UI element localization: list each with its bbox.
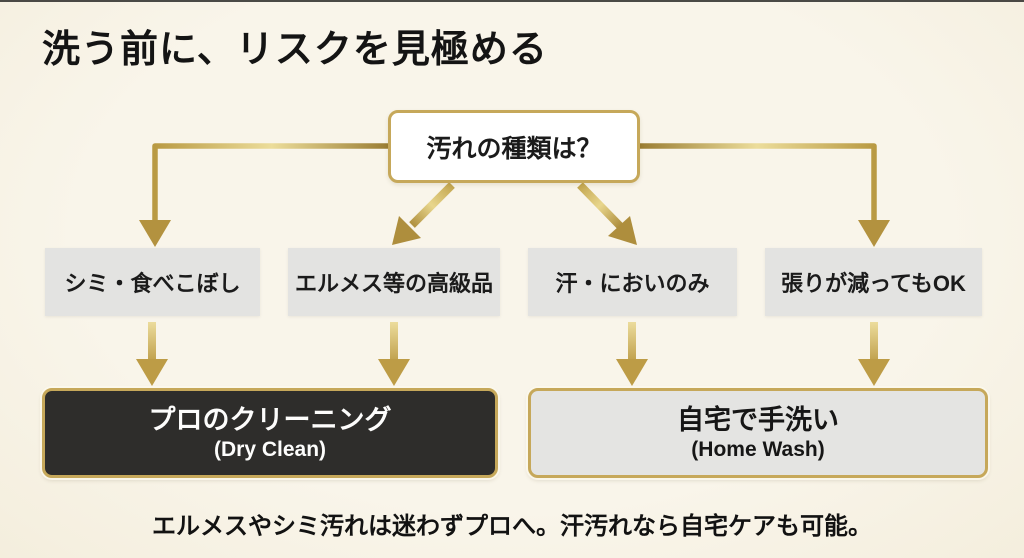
caption-text: エルメスやシミ汚れは迷わずプロへ。汗汚れなら自宅ケアも可能。 <box>152 513 872 540</box>
node-branch-sweat-odor-only: 汗・においのみ <box>528 248 737 316</box>
arrow-luxury-to-pro-cleaning <box>378 322 410 386</box>
arrow-root-to-branch-ok-if-less-crisp <box>640 143 890 247</box>
branch-label: シミ・食べこぼし <box>64 271 241 296</box>
arrow-stains-to-pro-cleaning <box>136 322 168 386</box>
outcome-sublabel: (Home Wash) <box>691 438 825 462</box>
outcome-sublabel: (Dry Clean) <box>213 438 327 462</box>
arrow-root-to-branch-luxury <box>392 182 455 245</box>
outcome-label: プロのクリーニング <box>148 404 392 435</box>
branch-label: 張りが減ってもOK <box>781 271 966 296</box>
node-outcome-home-wash: 自宅で手洗い (Home Wash) <box>528 388 988 478</box>
node-branch-stains-food-spills: シミ・食べこぼし <box>45 248 260 316</box>
branch-label: 汗・においのみ <box>555 271 710 296</box>
outcome-label: 自宅で手洗い <box>677 404 839 435</box>
arrow-ok-if-less-crisp-to-home-wash <box>858 322 890 386</box>
node-stain-type-question: 汚れの種類は？ <box>388 110 640 183</box>
node-stain-type-label: 汚れの種類は？ <box>426 134 602 163</box>
node-branch-ok-if-less-crisp: 張りが減ってもOK <box>765 248 982 316</box>
arrow-root-to-branch-sweat <box>577 182 637 245</box>
branch-label: エルメス等の高級品 <box>294 271 493 296</box>
node-outcome-pro-cleaning: プロのクリーニング (Dry Clean) <box>42 388 498 478</box>
arrow-root-to-branch-stains <box>139 143 388 247</box>
arrow-sweat-to-home-wash <box>616 322 648 386</box>
node-branch-luxury-items: エルメス等の高級品 <box>288 248 500 316</box>
top-edge-line <box>0 0 1024 2</box>
page-title: 洗う前に、リスクを見極める <box>42 29 548 71</box>
